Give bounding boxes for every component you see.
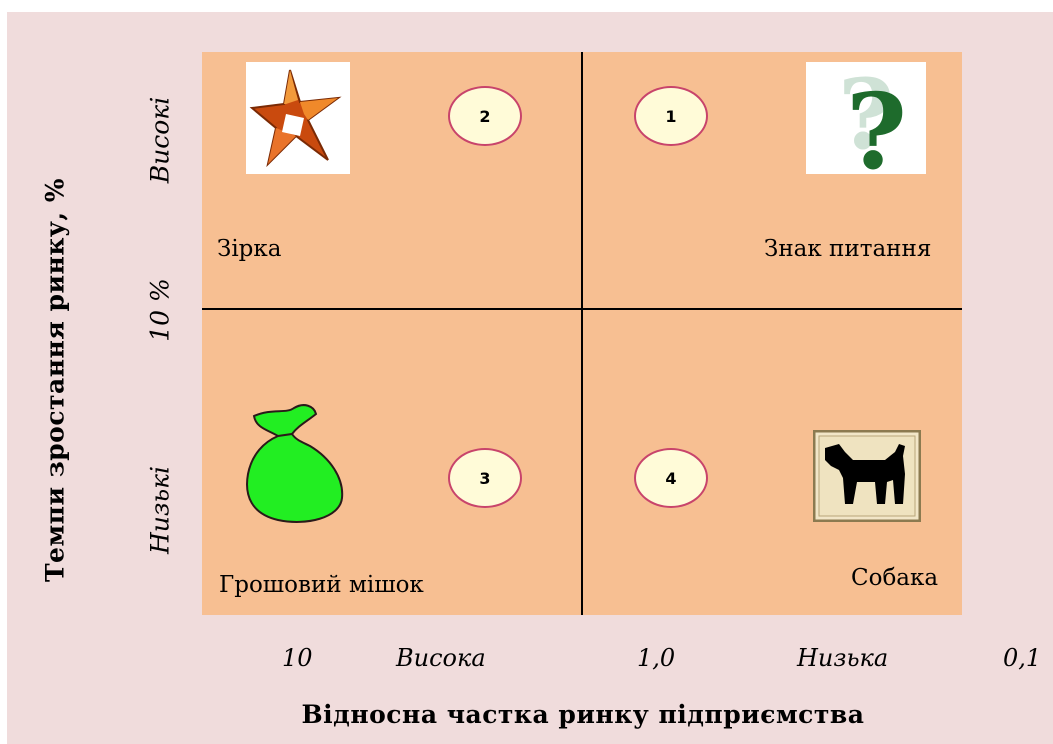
y-axis-high-label: Високі [145,96,175,184]
dog-label: Собака [851,565,939,591]
x-axis-tick-01: 0,1 [1003,644,1042,672]
x-axis-title: Відносна частка ринку підприємства [301,700,865,729]
x-axis-tick-1: 1,0 [637,644,676,672]
x-axis-high-label: Висока [396,644,486,672]
star-icon [246,62,350,174]
money-bag-label: Грошовий мішок [219,572,424,598]
x-axis-tick-10: 10 [282,644,313,672]
horizontal-divider [202,308,962,310]
quadrant-1-badge: 1 [634,86,708,146]
quadrant-2-badge: 2 [448,86,522,146]
star-label: Зірка [217,236,282,262]
x-axis-low-label: Низька [797,644,889,672]
vertical-divider [581,52,583,615]
y-axis-low-label: Низькі [145,465,175,555]
question-mark-label: Знак питання [764,236,932,262]
svg-text:?: ? [846,70,907,174]
quadrant-4-badge: 4 [634,448,708,508]
y-axis-mid-label: 10 % [145,278,175,342]
money-bag-icon [244,400,348,526]
svg-text:?: ? [838,62,894,171]
quadrant-3-badge: 3 [448,448,522,508]
y-axis-title: Темпи зростання ринку, % [40,177,70,583]
question-mark-icon: ? ? [806,58,926,193]
dog-icon [812,429,922,523]
